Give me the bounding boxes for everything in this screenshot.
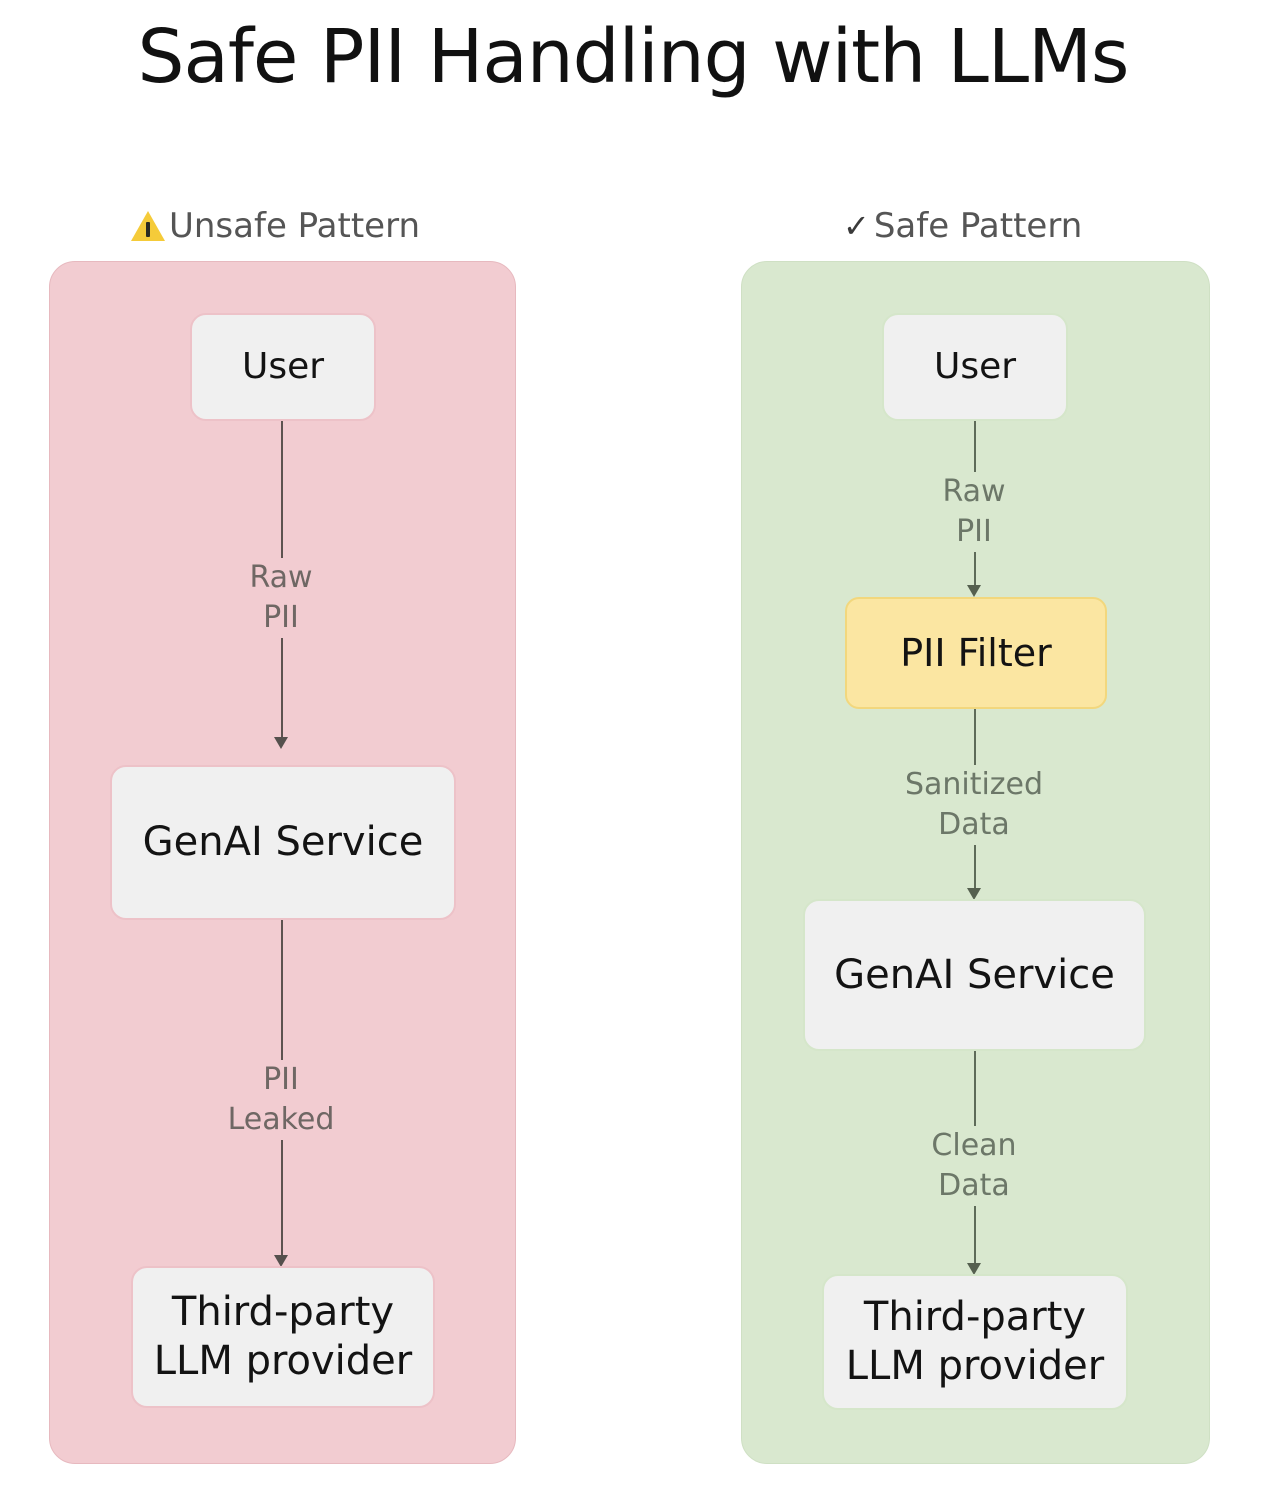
node-label: Third-party LLM provider bbox=[845, 1294, 1105, 1389]
edge-label-text: Sanitized Data bbox=[898, 765, 1050, 845]
warning-triangle-icon bbox=[131, 211, 165, 241]
node-pii-filter-safe[interactable]: PII Filter bbox=[845, 597, 1107, 709]
panel-header-unsafe: Unsafe Pattern bbox=[131, 206, 420, 246]
node-label: User bbox=[241, 346, 325, 388]
check-icon: ✓ bbox=[843, 207, 870, 245]
node-label: Third-party LLM provider bbox=[153, 1289, 413, 1384]
arrow-head-genai-provider-unsafe bbox=[274, 1255, 288, 1267]
edge-label-text: Clean Data bbox=[925, 1126, 1023, 1206]
arrow-head-filter-genai-safe bbox=[967, 888, 981, 900]
arrow-head-genai-provider-safe bbox=[967, 1263, 981, 1275]
panel-header-safe-label: Safe Pattern bbox=[873, 206, 1083, 246]
node-genai-service-unsafe[interactable]: GenAI Service bbox=[110, 765, 456, 920]
node-genai-service-safe[interactable]: GenAI Service bbox=[803, 899, 1146, 1051]
node-third-party-llm-provider-safe[interactable]: Third-party LLM provider bbox=[822, 1274, 1128, 1410]
panel-header-safe: ✓ Safe Pattern bbox=[843, 206, 1082, 246]
arrow-head-user-filter-safe bbox=[967, 585, 981, 597]
edge-label-raw-pii-unsafe: Raw PII bbox=[181, 558, 381, 638]
page-title: Safe PII Handling with LLMs bbox=[137, 14, 1130, 100]
edge-label-pii-leaked-unsafe: PII Leaked bbox=[181, 1060, 381, 1140]
node-label: User bbox=[933, 346, 1017, 388]
edge-label-raw-pii-safe: Raw PII bbox=[874, 472, 1074, 552]
node-third-party-llm-provider-unsafe[interactable]: Third-party LLM provider bbox=[131, 1266, 435, 1408]
node-label: GenAI Service bbox=[142, 819, 424, 866]
edge-label-text: PII Leaked bbox=[221, 1060, 341, 1140]
node-label: PII Filter bbox=[900, 630, 1052, 675]
panel-header-unsafe-label: Unsafe Pattern bbox=[169, 206, 420, 246]
edge-label-text: Raw PII bbox=[243, 558, 319, 638]
node-user-unsafe[interactable]: User bbox=[190, 313, 376, 421]
node-user-safe[interactable]: User bbox=[882, 313, 1068, 421]
edge-label-clean-data-safe: Clean Data bbox=[874, 1126, 1074, 1206]
edge-label-text: Raw PII bbox=[936, 472, 1012, 552]
edge-label-sanitized-data-safe: Sanitized Data bbox=[854, 765, 1094, 845]
node-label: GenAI Service bbox=[834, 951, 1115, 998]
arrow-head-user-genai-unsafe bbox=[274, 737, 288, 749]
